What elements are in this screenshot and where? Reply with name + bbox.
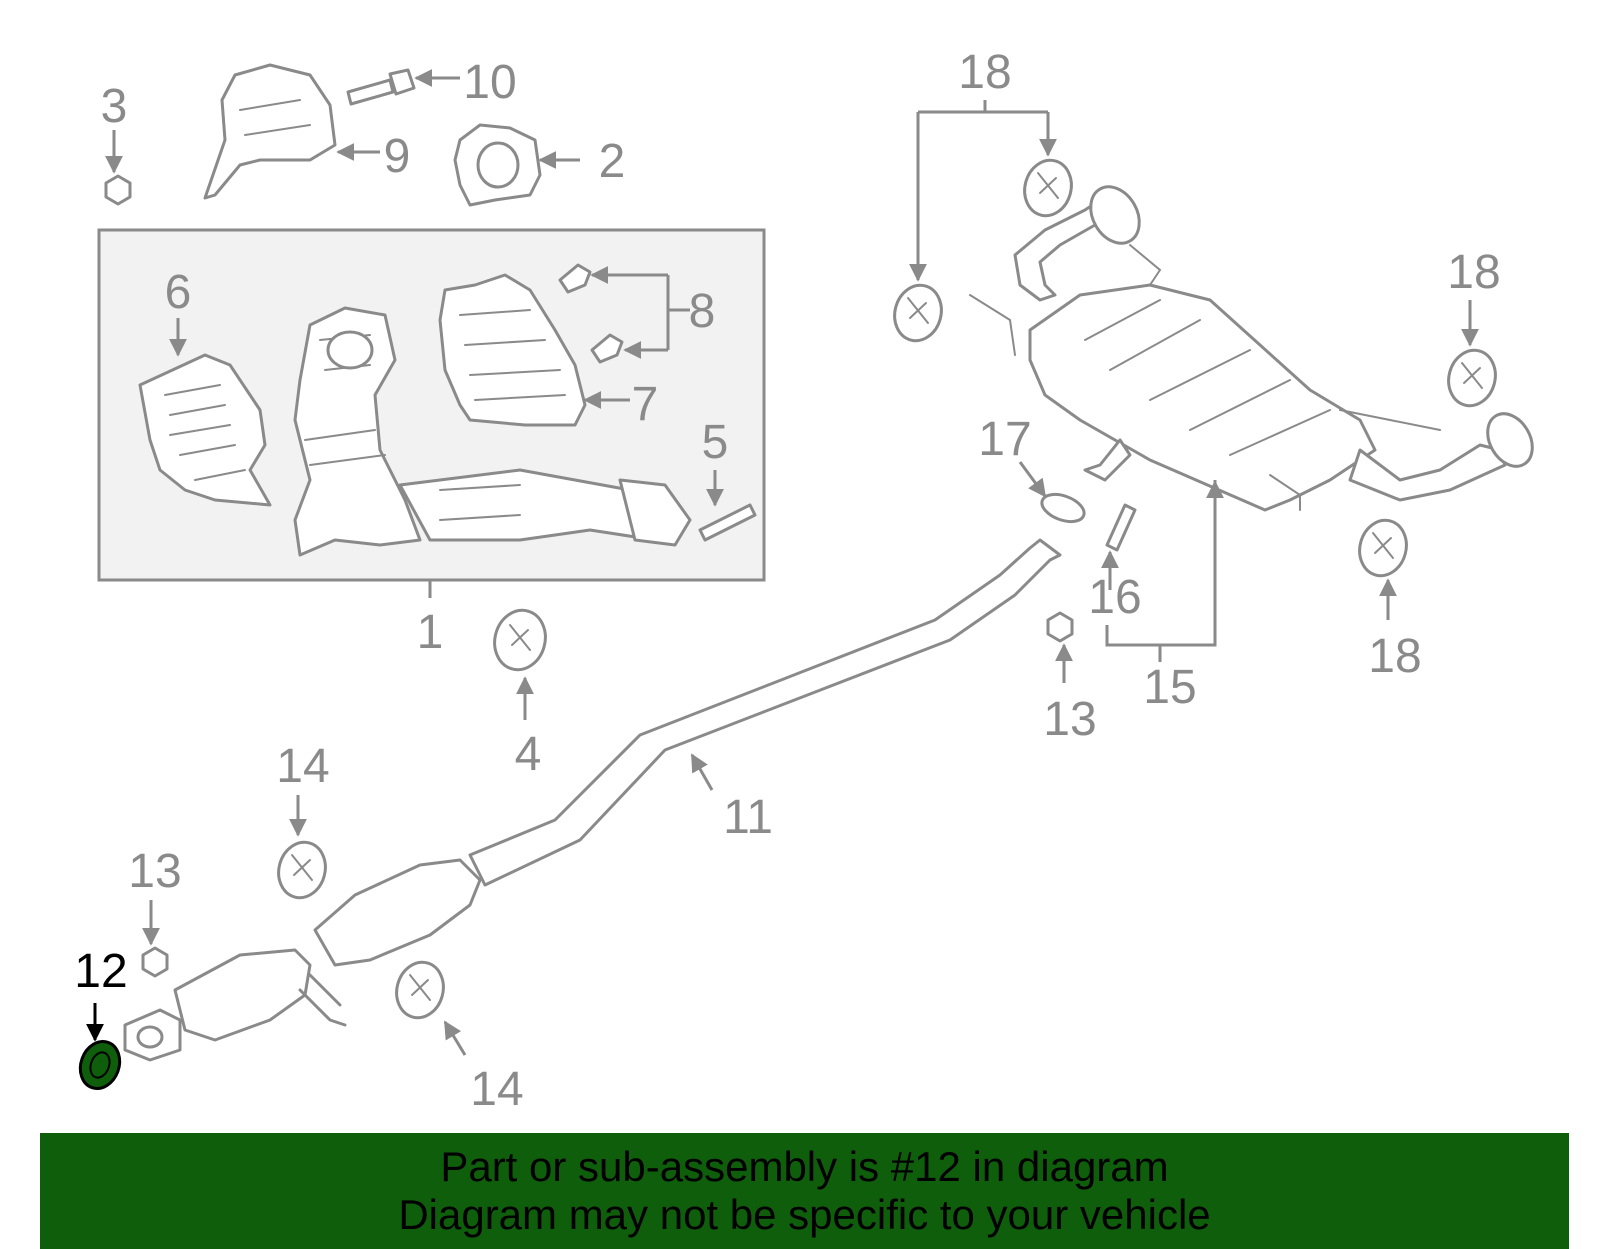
heat-shield-part-9[interactable] — [203, 63, 337, 200]
gasket-part-12-highlighted[interactable] — [74, 1036, 126, 1094]
nut-part-13-front[interactable] — [141, 946, 169, 978]
callout-4: 4 — [515, 728, 542, 781]
callout-13-rear: 13 — [1043, 693, 1096, 746]
callout-17: 17 — [978, 413, 1031, 466]
hanger-part-18-a[interactable] — [1019, 155, 1078, 221]
info-banner: Part or sub-assembly is #12 in diagram D… — [40, 1133, 1569, 1249]
hanger-part-18-d[interactable] — [1354, 515, 1413, 581]
exhaust-system-diagram: 1 2 3 4 5 6 7 8 9 10 11 12 13 13 14 14 1… — [74, 46, 1541, 1116]
hanger-part-14-upper[interactable] — [273, 837, 332, 903]
callout-18-top: 18 — [958, 46, 1011, 99]
hanger-part-18-c[interactable] — [1443, 345, 1502, 411]
callout-10: 10 — [463, 56, 516, 109]
callout-6: 6 — [165, 266, 192, 319]
callout-13-front: 13 — [128, 845, 181, 898]
callout-14-lower: 14 — [470, 1063, 523, 1116]
callout-16: 16 — [1088, 571, 1141, 624]
callout-2: 2 — [599, 135, 626, 188]
gasket-part-2[interactable] — [453, 123, 542, 207]
heat-shield-part-7[interactable] — [438, 273, 587, 427]
muffler-part-15[interactable] — [969, 178, 1541, 512]
oxygen-sensor-part-8[interactable] — [558, 263, 624, 364]
front-pipe-catalytic-converter[interactable] — [123, 858, 482, 1062]
intermediate-pipe-part-11[interactable] — [468, 538, 1062, 887]
callout-5: 5 — [702, 416, 729, 469]
banner-line-1: Part or sub-assembly is #12 in diagram — [440, 1143, 1169, 1190]
callout-12: 12 — [74, 945, 127, 998]
stud-part-16[interactable] — [1105, 503, 1137, 552]
callout-18-right: 18 — [1447, 246, 1500, 299]
exhaust-manifold-part-1[interactable] — [293, 306, 692, 557]
hanger-part-4[interactable] — [488, 605, 552, 676]
hanger-part-14-lower[interactable] — [391, 957, 450, 1023]
callout-8: 8 — [689, 285, 716, 338]
nut-part-3[interactable] — [104, 174, 132, 206]
callout-3: 3 — [101, 80, 128, 133]
callout-9: 9 — [384, 130, 411, 183]
callout-18-bottom: 18 — [1368, 630, 1421, 683]
nut-part-13-rear[interactable] — [1046, 611, 1074, 643]
heat-shield-part-6[interactable] — [138, 353, 272, 507]
banner-line-2: Diagram may not be specific to your vehi… — [398, 1191, 1211, 1238]
callout-11: 11 — [723, 791, 773, 844]
callout-14-upper: 14 — [276, 740, 329, 793]
callout-1: 1 — [417, 606, 444, 659]
gasket-part-17[interactable] — [1038, 489, 1088, 527]
callout-15: 15 — [1143, 661, 1196, 714]
bolt-part-10[interactable] — [346, 68, 416, 106]
stud-part-5[interactable] — [698, 503, 757, 542]
callout-7: 7 — [632, 378, 659, 431]
hanger-part-18-b[interactable] — [889, 280, 948, 346]
